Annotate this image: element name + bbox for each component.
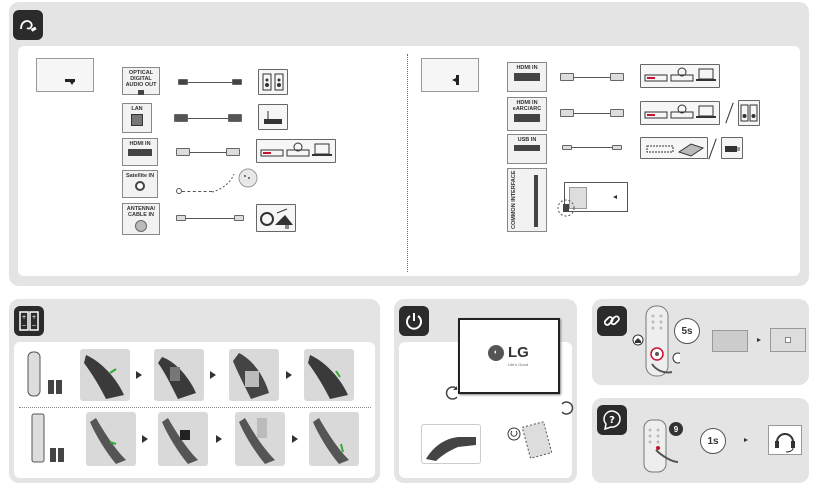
hand-power-press — [421, 424, 481, 464]
ci-insert-icon — [557, 199, 575, 217]
connection-badge — [13, 10, 43, 40]
earc-devices — [640, 101, 720, 125]
remote-with-batteries-2 — [31, 413, 64, 463]
lg-logo-text: LG — [508, 344, 529, 361]
help-number-badge: 9 — [669, 422, 683, 436]
step2-row2 — [158, 412, 208, 466]
remote-pairing — [632, 305, 680, 377]
step4-row1 — [304, 349, 354, 401]
battery-divider — [19, 407, 371, 408]
pairing-timer-value: 5s — [681, 325, 693, 337]
usb-stick — [721, 137, 743, 159]
usb-stick-icon — [725, 146, 740, 152]
antenna-device — [256, 204, 296, 232]
tv-front: ◐ LG Life's Good — [458, 318, 560, 394]
lg-logo-icon: ◐ — [488, 344, 504, 361]
port-optical: OPTICAL DIGITAL AUDIO OUT — [122, 67, 160, 95]
hdmi-devices-left — [256, 139, 336, 163]
svg-text:+: + — [31, 314, 36, 321]
arrow-r1-3 — [286, 371, 292, 379]
port-usb: USB IN — [507, 134, 547, 164]
speaker-device — [258, 69, 288, 95]
arrow-r2-1 — [142, 435, 148, 443]
step1-row2 — [86, 412, 136, 466]
svg-text:−: − — [31, 322, 36, 329]
port-antenna-label: ANTENNA/ CABLE IN — [126, 206, 156, 218]
router-icon — [264, 111, 282, 124]
pairing-badge — [597, 306, 627, 336]
step2-row1 — [154, 349, 204, 401]
arrow-r1-2 — [210, 371, 216, 379]
port-usb-label: USB IN — [517, 137, 537, 143]
usb-devices — [640, 137, 708, 159]
help-timer-value: 1s — [707, 435, 719, 447]
media-devices-icon-2 — [644, 67, 716, 82]
port-hdmi-right-label: HDMI IN — [516, 65, 538, 71]
pairing-arrow — [757, 338, 761, 342]
headset-icon — [775, 433, 795, 453]
help-question-icon: ? — [603, 410, 621, 431]
tv-screen-after — [770, 328, 806, 352]
media-devices-icon-3 — [644, 104, 716, 119]
router-device — [258, 104, 288, 130]
earc-speaker — [738, 100, 760, 126]
ci-card — [564, 182, 628, 212]
antenna-icon — [260, 208, 293, 229]
speaker-icon — [262, 73, 284, 91]
port-optical-label: OPTICAL DIGITAL AUDIO OUT — [125, 70, 157, 88]
power-button-detail — [507, 421, 553, 459]
svg-text:?: ? — [609, 415, 615, 426]
link-icon — [603, 315, 620, 326]
arrow-r1-1 — [136, 371, 142, 379]
port-hdmi-left-label: HDMI IN — [129, 141, 151, 147]
tv-rear-left — [36, 58, 94, 92]
port-ci-label: COMMON INTERFACE — [511, 170, 517, 229]
port-hdmi-right: HDMI IN — [507, 62, 547, 92]
port-lan: LAN — [122, 103, 152, 133]
step4-row2 — [309, 412, 359, 466]
help-arrow — [744, 438, 748, 442]
help-number-value: 9 — [673, 424, 679, 434]
divider-dotted — [407, 54, 408, 272]
port-hdmi-earc: HDMI IN eARC/ARC — [507, 97, 547, 131]
cable-icon — [20, 20, 37, 32]
port-satellite-label: Satellite IN — [125, 173, 155, 179]
battery-badge: +−+− — [14, 306, 44, 336]
remote-with-batteries-1 — [27, 351, 62, 397]
remote-help — [643, 419, 679, 473]
port-common-interface: COMMON INTERFACE — [507, 168, 547, 232]
port-lan-label: LAN — [131, 106, 143, 112]
port-satellite: Satellite IN — [122, 170, 158, 198]
step3-row1 — [229, 349, 279, 401]
svg-text:−: − — [21, 322, 26, 329]
media-devices-icon — [260, 142, 332, 157]
power-badge — [399, 306, 429, 336]
arrow-r2-2 — [216, 435, 222, 443]
hdmi-devices-right — [640, 64, 720, 88]
speaker-icon-2 — [740, 104, 758, 122]
tv-screen-before — [712, 330, 748, 352]
help-timer: 1s — [700, 428, 726, 454]
lg-tagline: Life's Good — [508, 362, 529, 367]
port-antenna: ANTENNA/ CABLE IN — [122, 203, 160, 235]
arrow-r2-3 — [292, 435, 298, 443]
port-hdmi-left: HDMI IN — [122, 138, 158, 166]
rotate-left-icon — [445, 386, 458, 400]
usb-drive-icon — [646, 143, 705, 157]
battery-plus-minus-icon: +−+− — [19, 311, 39, 331]
step3-row2 — [235, 412, 285, 466]
step1-row1 — [80, 349, 130, 401]
satellite-dish-icon — [238, 168, 258, 188]
tv-rear-right — [421, 58, 479, 92]
rotate-right-icon — [561, 401, 574, 415]
port-hdmi-earc-label: HDMI IN eARC/ARC — [512, 100, 542, 112]
headset-box — [768, 425, 802, 455]
svg-text:+: + — [21, 314, 26, 321]
pairing-timer: 5s — [674, 318, 700, 344]
power-icon — [406, 313, 422, 330]
help-badge: ? — [597, 405, 627, 435]
